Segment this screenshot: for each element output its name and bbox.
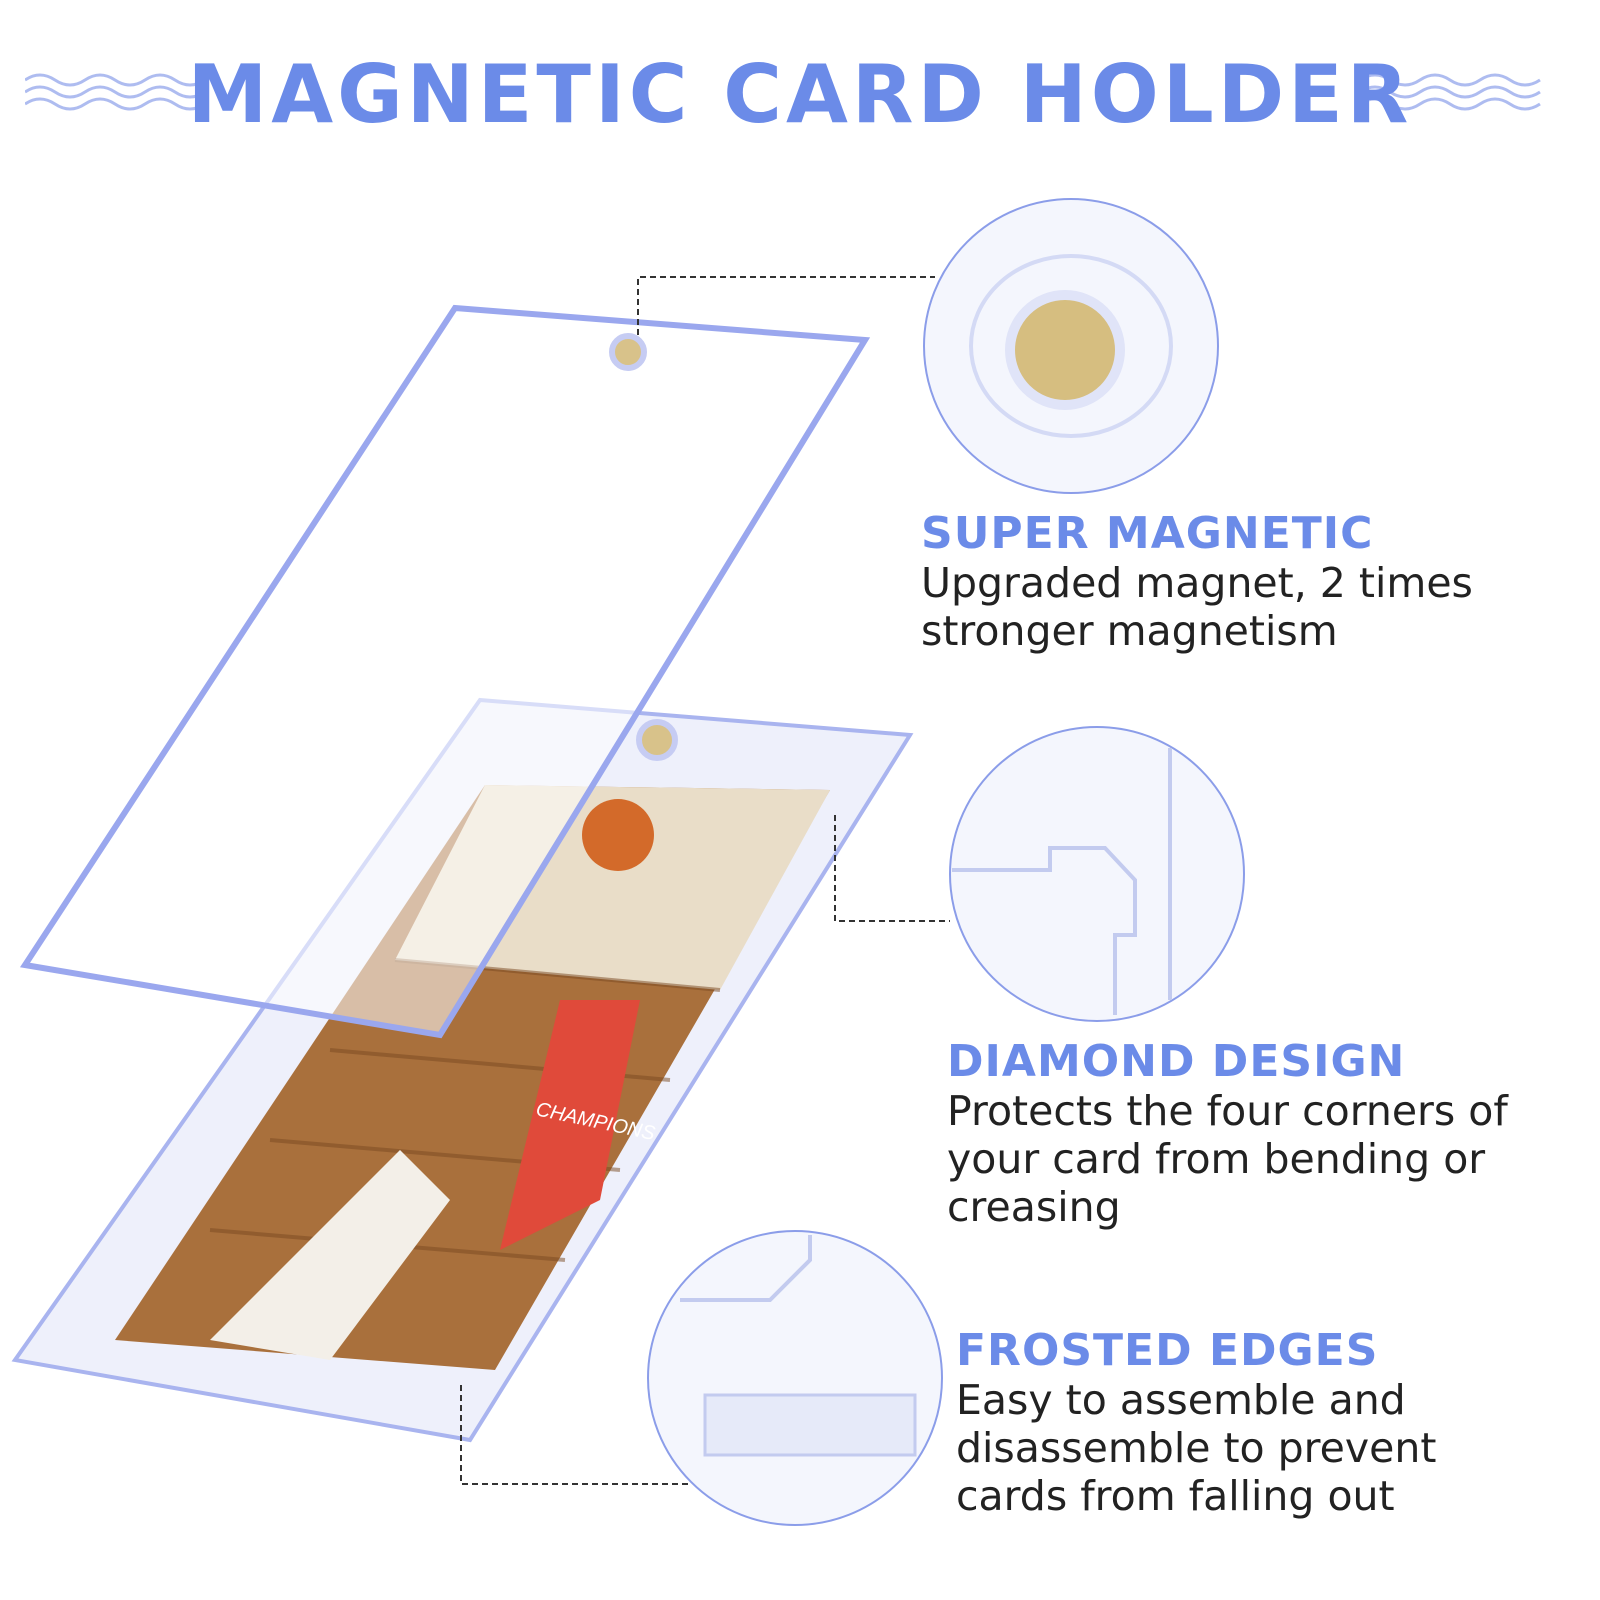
page-title: MAGNETIC CARD HOLDER (187, 48, 1413, 141)
feature-body-line: Upgraded magnet, 2 times (921, 559, 1473, 607)
detail-magnet (923, 198, 1219, 494)
holder-base: CHAMPIONS (11, 697, 914, 1443)
feature-body-line: stronger magnetism (921, 607, 1338, 655)
magnet (636, 719, 678, 761)
feature-heading: SUPER MAGNETIC (921, 508, 1374, 559)
feature-frosted-edges: FROSTED EDGES Easy to assemble and disas… (956, 1325, 1436, 1520)
detail-edge (647, 1230, 943, 1526)
detail-corner (949, 726, 1245, 1022)
feature-body-line: your card from bending or (947, 1135, 1486, 1183)
feature-body-line: creasing (947, 1183, 1121, 1231)
magnet (609, 333, 647, 371)
wave-left-icon (25, 73, 206, 111)
feature-body-line: Protects the four corners of (947, 1087, 1508, 1135)
feature-body-line: Easy to assemble and (956, 1376, 1406, 1424)
holder-cover (19, 304, 871, 1039)
wave-right-icon (1360, 73, 1541, 111)
basketball (582, 799, 654, 871)
player-jersey (500, 1000, 640, 1250)
feature-super-magnetic: SUPER MAGNETIC Upgraded magnet, 2 times … (921, 508, 1473, 655)
feature-heading: DIAMOND DESIGN (947, 1036, 1406, 1087)
feature-diamond-design: DIAMOND DESIGN Protects the four corners… (947, 1036, 1508, 1231)
feature-body-line: cards from falling out (956, 1472, 1395, 1520)
feature-heading: FROSTED EDGES (956, 1325, 1379, 1376)
feature-body-line: disassemble to prevent (956, 1424, 1437, 1472)
